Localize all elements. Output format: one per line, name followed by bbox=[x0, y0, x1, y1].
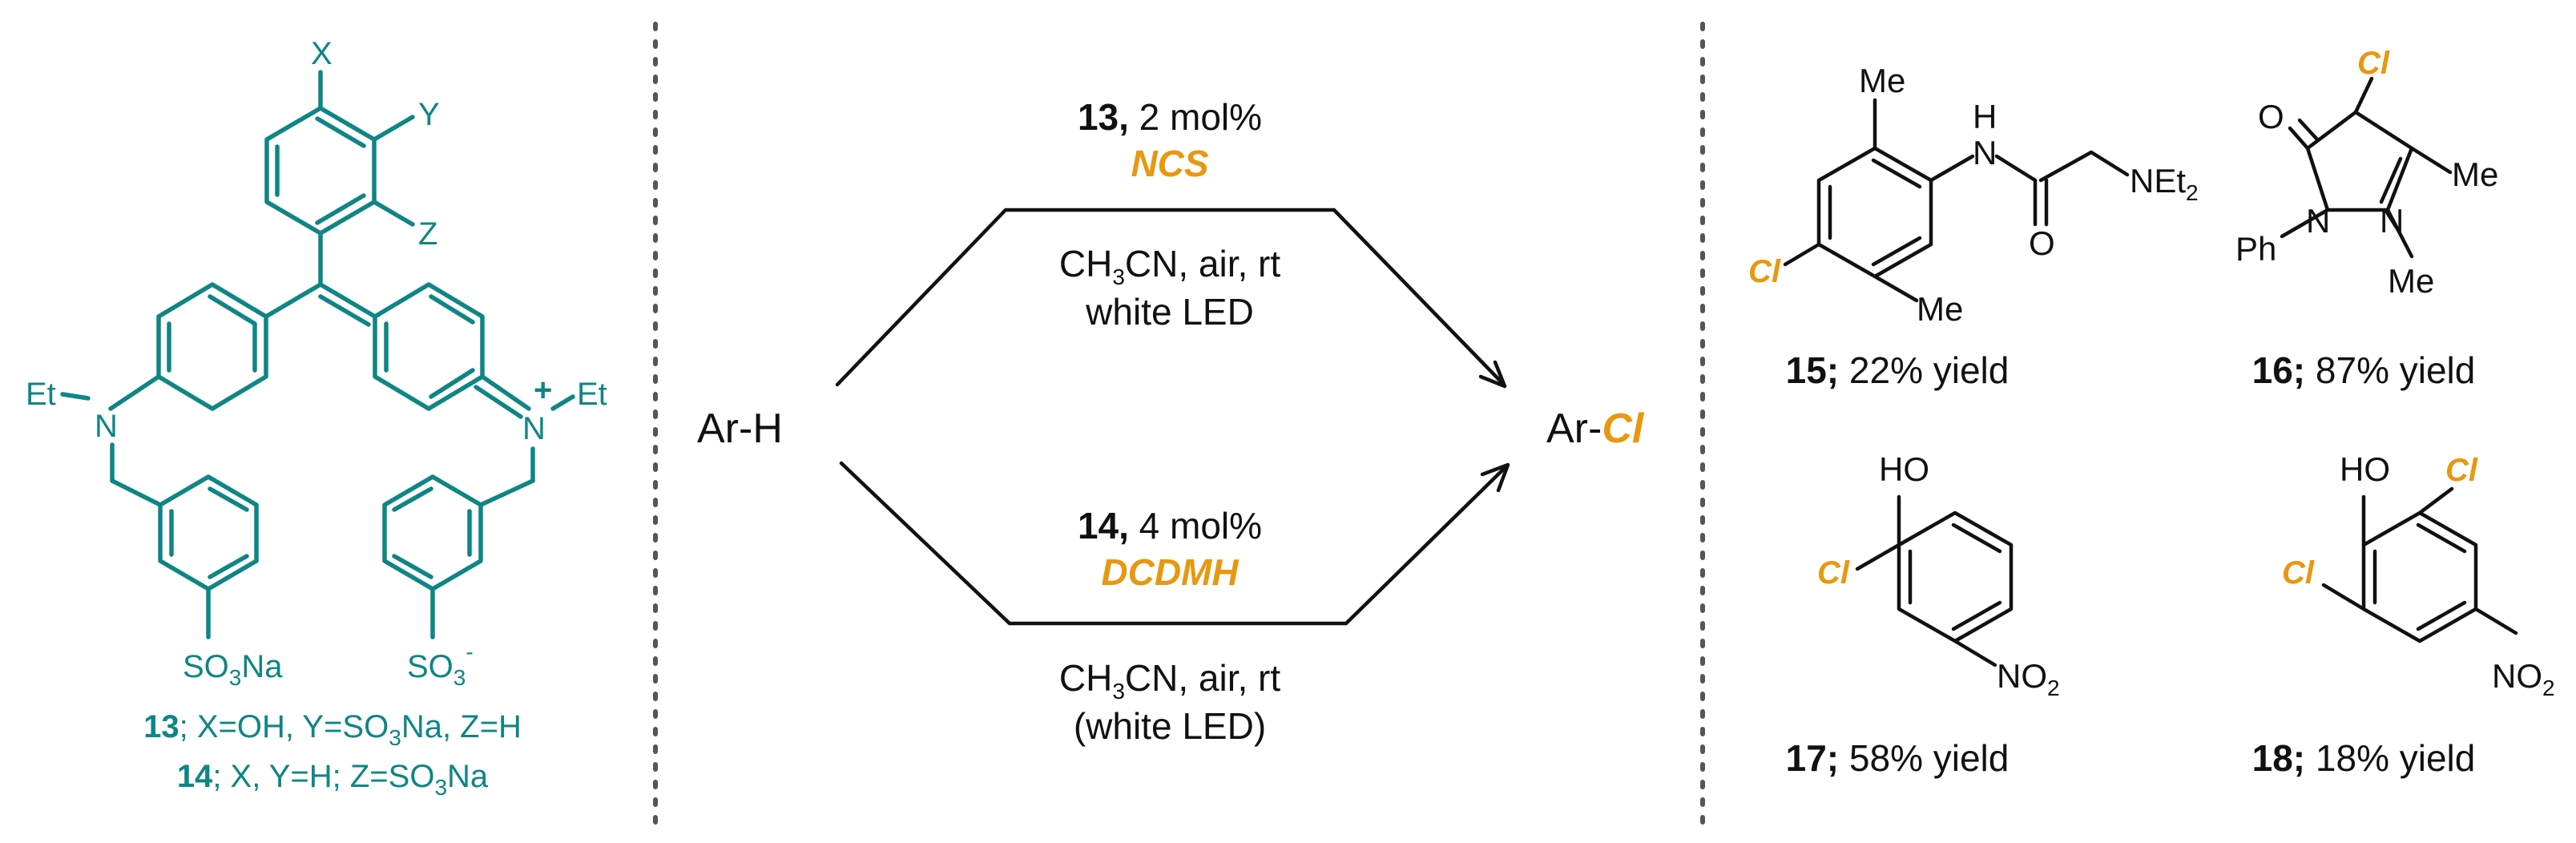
caption-13: 13; X=OH, Y=SO3Na, Z=H bbox=[143, 709, 522, 750]
p16-me-bottom: Me bbox=[2388, 262, 2434, 300]
top-ring bbox=[264, 70, 415, 287]
p15-o: O bbox=[2029, 224, 2055, 262]
p16-n1: N bbox=[2306, 202, 2330, 240]
label-so3na: SO3Na bbox=[183, 649, 283, 690]
p15-yield: 15; 22% yield bbox=[1786, 349, 2010, 391]
reactant: Ar-H bbox=[697, 405, 783, 452]
p16-n2: N bbox=[2380, 202, 2404, 240]
bottom-catalyst: 14, 4 mol% bbox=[1078, 505, 1262, 547]
product-17: HO Cl NO2 17; 58% yield bbox=[1786, 450, 2060, 779]
p16-cl: Cl bbox=[2357, 46, 2390, 81]
p17-ho: HO bbox=[1879, 450, 1929, 488]
p17-yield: 17; 58% yield bbox=[1786, 737, 2010, 779]
p15-cl: Cl bbox=[1748, 254, 1781, 289]
p18-cl-top: Cl bbox=[2445, 453, 2478, 488]
product: Ar-Cl bbox=[1546, 405, 1645, 452]
label-y: Y bbox=[418, 97, 440, 132]
p15-me-bottom: Me bbox=[1917, 290, 1963, 328]
caption-14: 14; X, Y=H; Z=SO3Na bbox=[177, 759, 489, 800]
label-n-left: N bbox=[95, 409, 118, 444]
right-ring bbox=[373, 282, 531, 419]
top-reagent: NCS bbox=[1131, 143, 1208, 184]
p15-net2: NEt2 bbox=[2130, 162, 2199, 205]
p17-no2: NO2 bbox=[1997, 657, 2060, 700]
p15-n: N bbox=[1973, 134, 1997, 171]
reaction-center: Ar-H Ar-Cl 13, 2 mol% NCS CH3CN, air, rt… bbox=[697, 96, 1645, 747]
p18-yield: 18; 18% yield bbox=[2252, 737, 2476, 779]
p15-me-top: Me bbox=[1859, 62, 1905, 99]
p16-me-right: Me bbox=[2452, 155, 2498, 193]
right-benzyl-ring bbox=[382, 474, 483, 639]
p18-no2: NO2 bbox=[2492, 657, 2555, 700]
product-15: Me Me H N O NEt2 Cl 15; 22% yield bbox=[1748, 62, 2199, 391]
p16-ph: Ph bbox=[2235, 230, 2276, 268]
top-condition-2: white LED bbox=[1085, 291, 1254, 333]
top-condition-1: CH3CN, air, rt bbox=[1059, 243, 1280, 289]
label-plus: + bbox=[534, 373, 552, 408]
label-et-left: Et bbox=[26, 377, 56, 412]
bottom-condition-1: CH3CN, air, rt bbox=[1059, 657, 1280, 704]
p15-h: H bbox=[1973, 98, 1997, 135]
p18-ho: HO bbox=[2340, 450, 2390, 488]
p18-cl-left: Cl bbox=[2282, 555, 2315, 591]
catalyst-structure: X Y Z N Et SO3Na bbox=[26, 36, 607, 800]
label-x: X bbox=[311, 36, 333, 71]
top-catalyst: 13, 2 mol% bbox=[1078, 96, 1262, 138]
bottom-condition-2: (white LED) bbox=[1074, 705, 1266, 747]
product-18: HO Cl Cl NO2 18; 18% yield bbox=[2252, 450, 2555, 779]
bottom-arrow bbox=[839, 461, 1509, 626]
label-et-right: Et bbox=[577, 377, 607, 412]
p16-yield: 16; 87% yield bbox=[2252, 349, 2476, 391]
p16-o: O bbox=[2258, 98, 2284, 135]
p17-cl: Cl bbox=[1817, 555, 1850, 591]
bottom-reagent: DCDMH bbox=[1101, 551, 1239, 593]
label-n-right: N bbox=[522, 411, 546, 446]
product-16: Cl O N N Me Me Ph 16; 87% yield bbox=[2235, 46, 2498, 391]
label-so3-minus: SO3- bbox=[407, 639, 474, 690]
left-ring bbox=[108, 282, 268, 411]
top-arrow bbox=[835, 208, 1505, 387]
left-benzyl-ring bbox=[158, 474, 259, 639]
label-z: Z bbox=[418, 216, 437, 252]
